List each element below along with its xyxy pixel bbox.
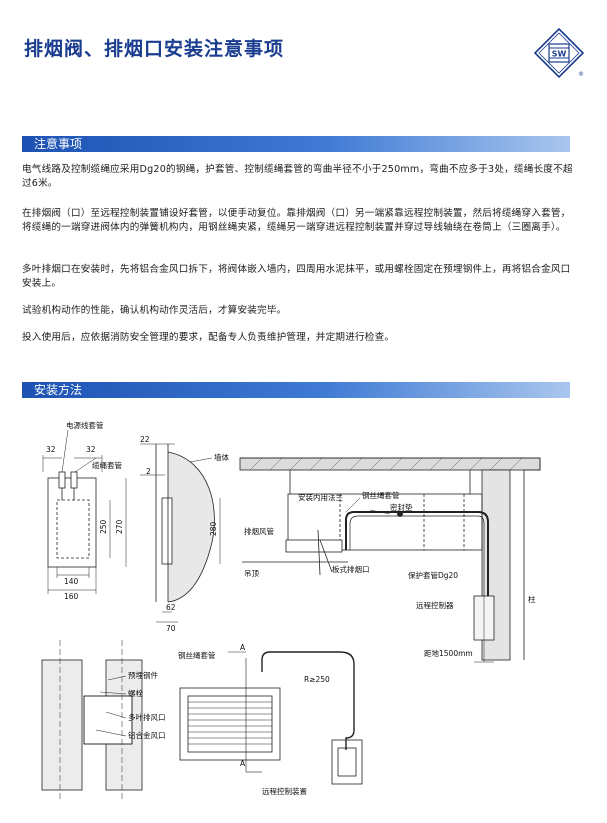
sw-logo: SW ® <box>534 28 584 78</box>
label-seal: 密封垫 <box>390 502 413 512</box>
dim-32a: 32 <box>46 445 56 454</box>
dim-250: 250 <box>99 519 108 534</box>
label-embed-steel: 预埋钢件 <box>128 670 158 680</box>
dim-280: 280 <box>209 521 218 536</box>
fig5-grille-remote <box>179 651 363 785</box>
label-exhaust-duct: 排烟风管 <box>244 526 274 536</box>
note-paragraph-3: 多叶排烟口在安装时，先将铝合金风口拆下，将阀体嵌入墙内，四周用水泥抹平，或用螺栓… <box>22 264 571 289</box>
label-wire-sleeve: 钢丝绳套管 <box>362 490 400 500</box>
label-ceiling: 吊顶 <box>244 569 259 578</box>
page-title: 排烟阀、排烟口安装注意事项 <box>24 38 285 60</box>
notes-heading: 注意事项 <box>34 137 83 151</box>
install-section-bar: 安装方法 <box>22 382 570 399</box>
install-heading: 安装方法 <box>34 383 83 397</box>
note-paragraph-2: 在排烟阀（口）至远程控制装置铺设好套管，以便手动复位。靠排烟阀（口）另一端紧靠远… <box>22 208 571 233</box>
label-bolt: 螺栓 <box>128 688 143 698</box>
label-protect-sleeve: 保护套管Dg20 <box>408 570 458 580</box>
logo-text: SW <box>552 50 567 59</box>
label-wall: 墙体 <box>214 452 229 462</box>
fig2-wall-section <box>140 443 221 623</box>
dim-32b: 32 <box>86 445 96 454</box>
installation-drawings: 电源线套管 缆绳套管 32 32 250 270 140 160 22 2 墙体… <box>41 420 541 800</box>
label-column: 柱 <box>528 594 536 604</box>
label-fig5-wire-sleeve: 钢丝绳套管 <box>178 650 216 660</box>
label-radius: R≥250 <box>304 675 330 684</box>
logo-registered-mark: ® <box>578 71 584 78</box>
note-paragraph-1: 电气线路及控制缆绳应采用Dg20的钢绳，护套管、控制缆绳套管的弯曲半径不小于25… <box>22 164 573 189</box>
notes-section-bar: 注意事项 <box>22 136 570 153</box>
label-flange: 安装内用法兰 <box>298 492 343 502</box>
label-multi-outlet: 多叶排风口 <box>128 712 166 722</box>
label-power-sleeve: 电源线套管 <box>66 420 104 430</box>
dim-22: 22 <box>140 435 150 444</box>
label-remote-controller: 远程控制器 <box>416 600 454 610</box>
fig4-multiblade-outlet <box>41 640 143 800</box>
fig3-duct-installation <box>239 457 541 663</box>
label-section-a-top: A <box>240 643 246 652</box>
label-rope-sleeve: 缆绳套管 <box>92 460 122 470</box>
label-height: 距地1500mm <box>424 648 473 658</box>
label-section-a-bottom: A <box>240 759 246 768</box>
dim-70: 70 <box>166 624 176 633</box>
dim-160: 160 <box>64 592 79 601</box>
note-paragraph-5: 投入使用后，应依据消防安全管理的要求，配备专人负责维护管理，并定期进行检查。 <box>22 332 395 343</box>
note-paragraph-4: 试验机构动作的性能，确认机构动作灵活后，才算安装完毕。 <box>22 305 287 316</box>
label-remote-device: 远程控制装置 <box>262 786 307 796</box>
dim-2: 2 <box>146 467 151 476</box>
label-plate-outlet: 板式排烟口 <box>332 564 370 574</box>
dim-140: 140 <box>64 577 79 586</box>
dim-270: 270 <box>115 519 124 534</box>
fig1-valve-front <box>42 429 127 594</box>
dim-62: 62 <box>166 603 176 612</box>
label-alu-outlet: 铝合金风口 <box>128 730 166 740</box>
